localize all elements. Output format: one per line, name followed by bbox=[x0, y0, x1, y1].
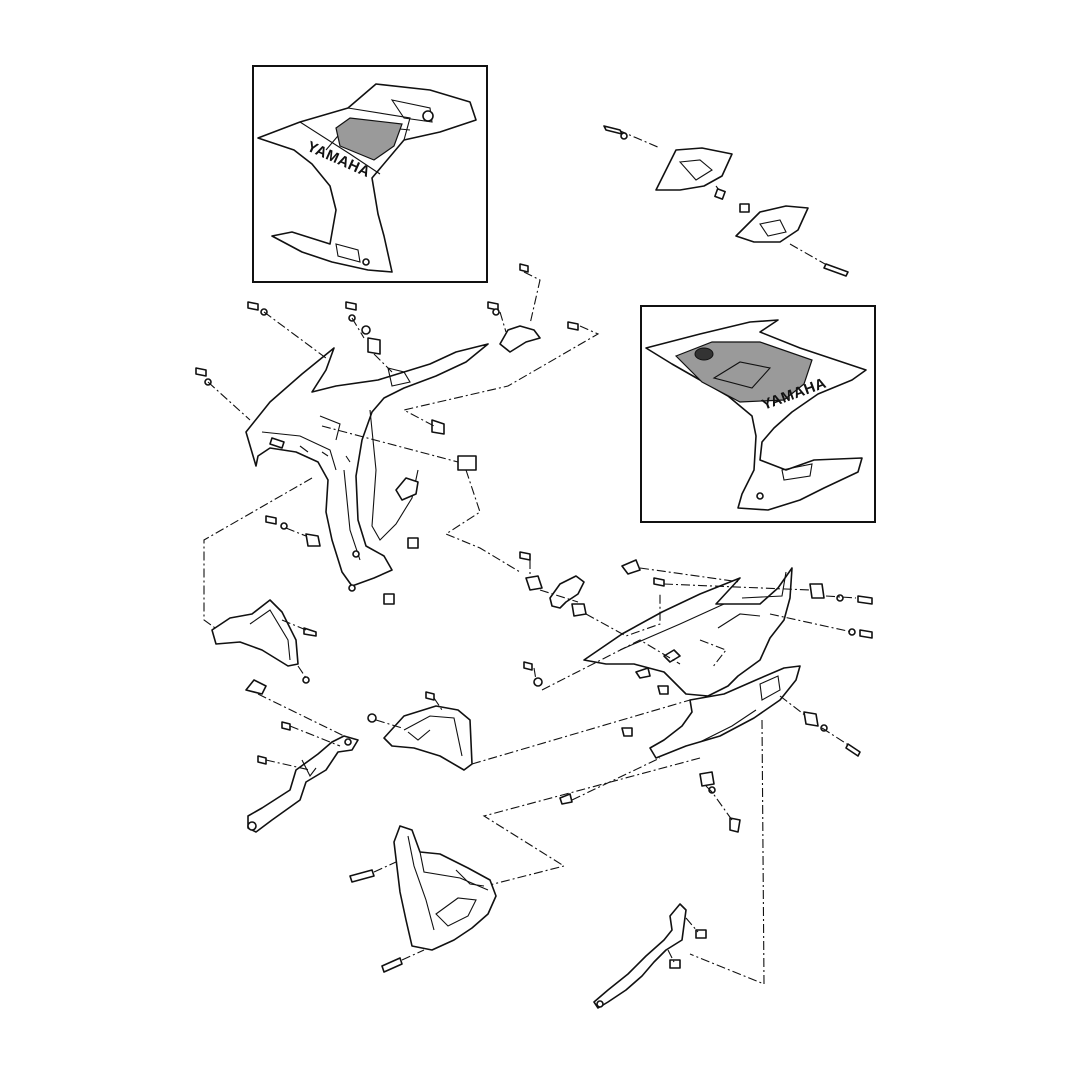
lower-right-stay bbox=[593, 903, 707, 1009]
bolt-icon bbox=[345, 301, 357, 311]
inset-right-fairing: YAMAHA bbox=[640, 305, 876, 523]
bolt-icon bbox=[669, 959, 681, 969]
belly-pan bbox=[349, 825, 497, 973]
bolt-icon bbox=[523, 661, 533, 671]
center-lower-duct bbox=[367, 691, 473, 771]
bolt-icon bbox=[257, 755, 267, 765]
bolt-icon bbox=[845, 743, 861, 757]
bolt-icon bbox=[381, 957, 403, 973]
leader-lines-upper bbox=[203, 271, 600, 631]
grommet-icon bbox=[431, 419, 445, 435]
upper-duct-parts bbox=[603, 125, 849, 277]
bolt-icon bbox=[195, 367, 207, 377]
bolt-icon bbox=[695, 929, 707, 939]
bolt-icon bbox=[281, 721, 291, 731]
fasteners-right bbox=[519, 551, 873, 833]
bolt-icon bbox=[349, 869, 375, 883]
bolt-icon bbox=[859, 629, 873, 639]
fasteners-upper-left bbox=[195, 263, 579, 605]
bracket-icon bbox=[499, 325, 541, 353]
grommet-icon bbox=[803, 711, 819, 727]
rubber-block bbox=[457, 455, 477, 471]
bolt-icon bbox=[567, 321, 579, 331]
bolt-icon bbox=[823, 263, 849, 277]
bolt-icon bbox=[603, 125, 623, 135]
inset-left-fairing: YAMAHA bbox=[252, 65, 488, 283]
bolt-icon bbox=[729, 817, 741, 833]
lower-left-stay bbox=[245, 679, 359, 833]
bolt-icon bbox=[519, 263, 529, 273]
bracket-icon bbox=[549, 575, 585, 609]
side-fairing-main bbox=[245, 343, 489, 592]
bolt-icon bbox=[621, 559, 641, 575]
bolt-icon bbox=[425, 691, 435, 701]
leader-lines-right bbox=[469, 560, 857, 985]
right-lower-fairing bbox=[583, 567, 801, 759]
bolt-icon bbox=[559, 793, 573, 805]
grommet-icon bbox=[367, 337, 381, 355]
grommet-icon bbox=[809, 583, 825, 599]
bolt-icon bbox=[653, 577, 665, 587]
grommet-icon bbox=[305, 533, 321, 547]
bolt-icon bbox=[857, 595, 873, 605]
grommet-icon bbox=[525, 575, 543, 591]
bolt-icon bbox=[265, 515, 277, 525]
grommet-icon bbox=[571, 603, 587, 617]
lower-left-bracket bbox=[211, 599, 317, 684]
bolt-icon bbox=[303, 627, 317, 637]
bolt-icon bbox=[247, 301, 259, 311]
grommet-icon bbox=[699, 771, 715, 787]
bolt-icon bbox=[519, 551, 531, 561]
